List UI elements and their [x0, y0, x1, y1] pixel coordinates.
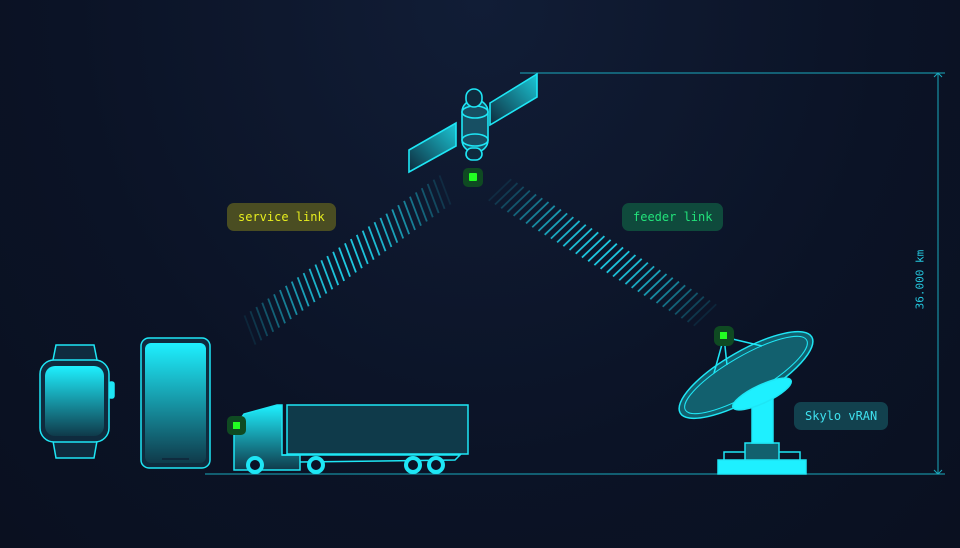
beam-tick	[593, 243, 618, 266]
beam-tick	[415, 192, 428, 222]
beam-tick	[261, 302, 275, 333]
beam-tick	[525, 201, 550, 225]
beam-tick	[420, 187, 434, 218]
beam-tick	[674, 292, 699, 316]
beam-tick	[680, 296, 705, 319]
beam-tick	[403, 200, 416, 231]
beam-tick	[426, 183, 440, 214]
beam-tick	[438, 175, 452, 205]
beam-tick	[556, 220, 581, 244]
beam-tick	[562, 224, 587, 247]
dish-signal-indicator	[714, 326, 734, 346]
beam-tick	[649, 277, 674, 300]
altitude-measure	[520, 72, 945, 475]
beam-tick	[550, 216, 574, 240]
beam-tick	[668, 288, 692, 312]
beam-tick	[531, 205, 556, 228]
service-link-label: service link	[227, 203, 336, 231]
feeder-link-beam	[488, 178, 717, 327]
beam-tick	[409, 196, 422, 227]
satellite-dish-icon	[678, 330, 814, 475]
smartwatch-icon	[39, 344, 115, 459]
satellite-signal-indicator	[463, 168, 483, 187]
beam-tick	[575, 231, 599, 255]
beam-tick	[637, 269, 661, 293]
feeder-link-label: feeder link	[622, 203, 724, 231]
beam-tick	[612, 254, 637, 278]
beam-tick	[624, 261, 649, 285]
beam-tick	[519, 197, 543, 221]
beam-tick	[290, 281, 304, 311]
beam-tick	[432, 179, 446, 210]
beam-tick	[267, 298, 280, 328]
ground-station-label: Skylo vRAN	[794, 402, 889, 430]
beam-tick	[320, 260, 334, 290]
beam-tick	[581, 235, 606, 259]
beam-tick	[662, 284, 686, 308]
beam-tick	[332, 251, 345, 282]
beam-tick	[655, 280, 680, 304]
beam-tick	[397, 204, 410, 235]
truck-signal-indicator	[227, 416, 246, 435]
beam-tick	[273, 293, 286, 324]
beam-tick	[500, 186, 525, 209]
beam-tick	[361, 230, 375, 260]
beam-tick	[643, 273, 668, 297]
altitude-label: 36.000 km	[913, 249, 927, 310]
beam-tick	[494, 182, 519, 206]
beam-tick	[618, 258, 643, 281]
truck-icon	[233, 404, 469, 474]
beam-tick	[693, 303, 717, 327]
beam-tick	[279, 289, 292, 320]
beam-tick	[255, 306, 269, 337]
beam-tick	[243, 315, 257, 345]
beam-tick	[587, 239, 612, 262]
beam-tick	[373, 221, 387, 252]
beam-tick	[302, 272, 316, 303]
beam-tick	[385, 213, 399, 244]
beam-tick	[296, 276, 310, 307]
beam-tick	[344, 243, 357, 273]
smartphone-icon	[140, 337, 211, 469]
beam-tick	[488, 178, 512, 202]
beam-tick	[367, 226, 381, 256]
beam-tick	[568, 227, 593, 251]
beam-tick	[308, 268, 322, 299]
beam-tick	[606, 250, 630, 274]
beam-tick	[506, 189, 531, 213]
satellite-icon	[408, 72, 538, 174]
beam-tick	[391, 209, 405, 239]
beam-tick	[379, 217, 393, 248]
beam-tick	[285, 285, 298, 316]
beam-tick	[350, 238, 363, 269]
beam-tick	[249, 310, 263, 341]
beam-tick	[544, 212, 568, 236]
beam-tick	[355, 234, 369, 265]
beam-tick	[338, 247, 351, 277]
service-link-beam	[243, 175, 452, 345]
beam-tick	[686, 299, 711, 323]
beam-tick	[314, 264, 328, 294]
beam-tick	[599, 246, 624, 270]
beam-tick	[537, 208, 562, 232]
beam-tick	[326, 255, 340, 286]
beam-tick	[513, 193, 537, 217]
beam-tick	[631, 265, 655, 289]
